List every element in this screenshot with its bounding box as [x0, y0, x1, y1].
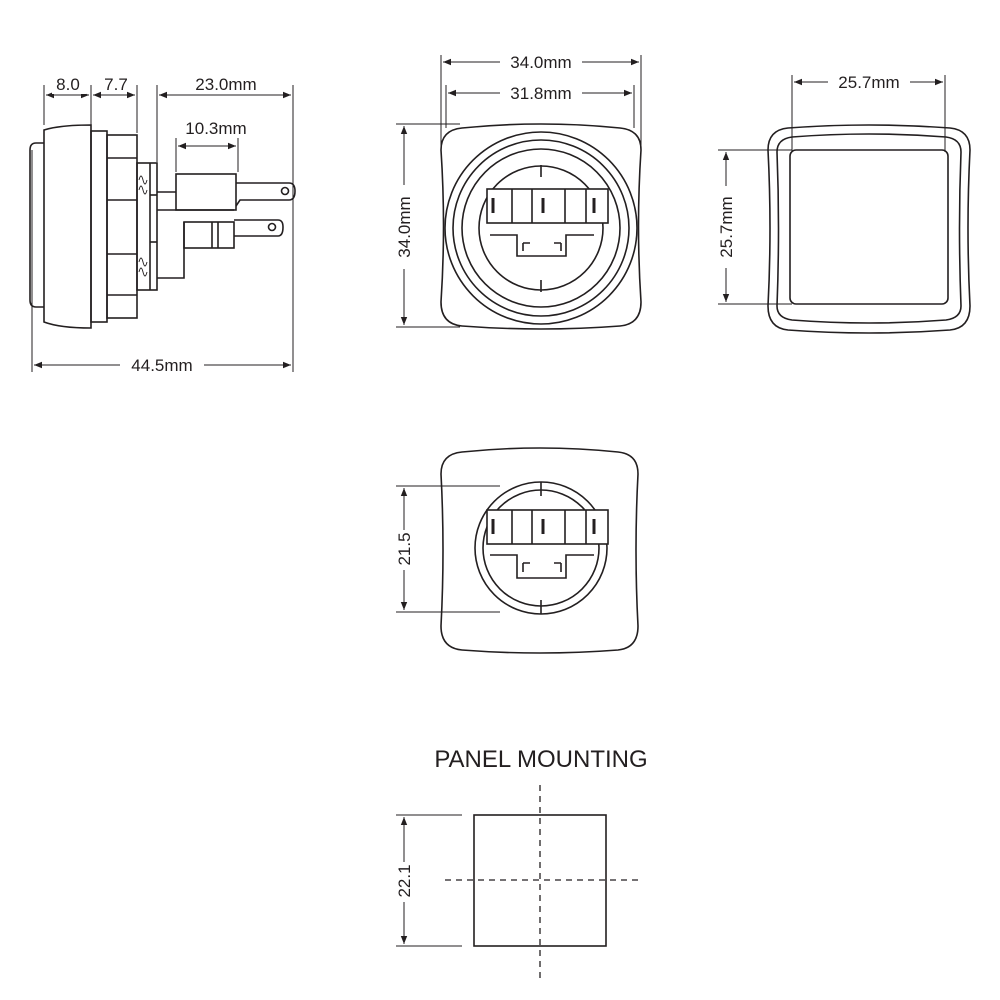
panel-mounting-title: PANEL MOUNTING [434, 746, 647, 773]
lens-dim-height-label: 25.7mm [717, 196, 736, 257]
lens-dim-width-label: 25.7mm [838, 73, 899, 92]
dim-cap-label: 8.0 [56, 75, 80, 94]
lens-view: 25.7mm 25.7mm [716, 72, 971, 334]
dim-rear-label: 23.0mm [195, 75, 256, 94]
dim-height-label: 34.0mm [395, 196, 414, 257]
front-view: 34.0mm 31.8mm 34.0mm [394, 52, 642, 330]
rear-dim-height-label: 21.5 [395, 532, 414, 565]
cutout-dim-label: 22.1 [395, 864, 414, 897]
rear-view: 21.5 [394, 447, 639, 654]
panel-mounting: PANEL MOUNTING 22.1 [394, 746, 648, 978]
dim-width-outer-label: 34.0mm [510, 53, 571, 72]
dim-total-label: 44.5mm [131, 356, 192, 375]
dim-bezel-label: 7.7 [104, 75, 128, 94]
panel-cutout [473, 814, 607, 947]
side-view: 8.0 7.7 23.0mm 10.3mm 44.5mm [29, 74, 296, 375]
dim-terminal-label: 10.3mm [185, 119, 246, 138]
dim-width-inner-label: 31.8mm [510, 84, 571, 103]
